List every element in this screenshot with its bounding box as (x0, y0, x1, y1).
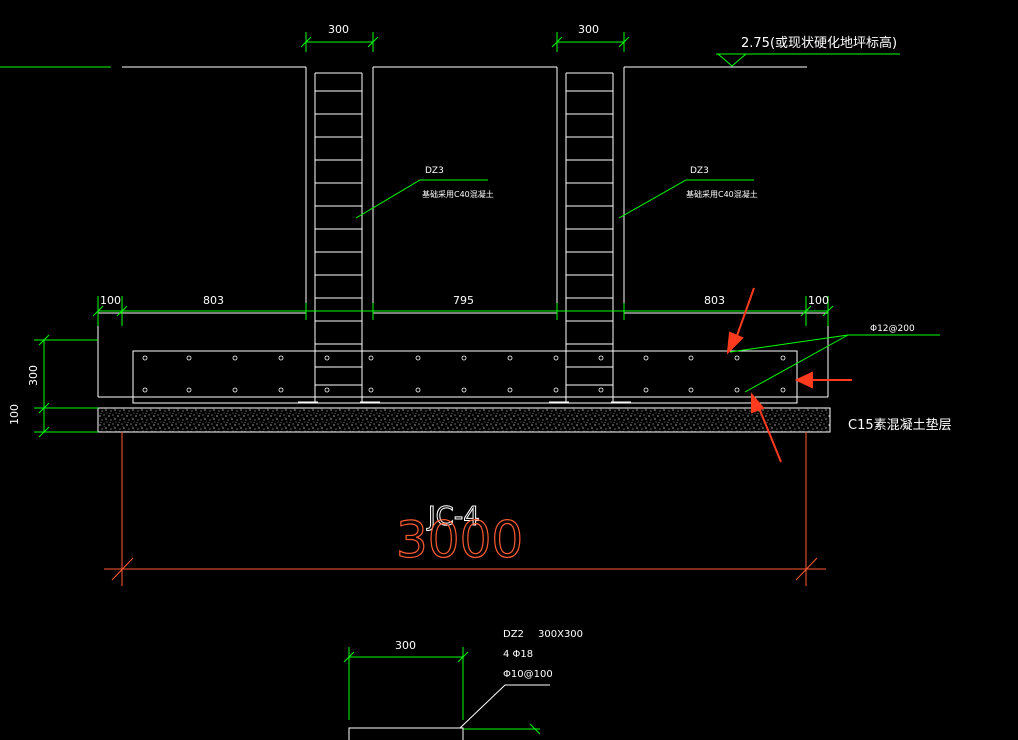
rebar-dots (142, 355, 786, 393)
vertical-dimension-chain (34, 334, 98, 438)
rebar-spec-label: Φ12@200 (870, 324, 915, 334)
total-width-label: 3000 (396, 511, 523, 569)
dim-cushion-height: 100 (8, 404, 21, 425)
elevation-marker (716, 53, 900, 67)
rebar-leaders (729, 334, 940, 393)
left-column-outline (97, 67, 557, 340)
detail-dimension (343, 647, 541, 735)
right-column-note: 基础采用C40混凝土 (686, 189, 758, 199)
detail-leader (459, 684, 550, 729)
detail-stirrups: Φ10@100 (503, 669, 553, 680)
dim-right-span: 803 (704, 294, 725, 307)
top-dimension-lines (300, 32, 630, 52)
left-column-note: 基础采用C40混凝土 (422, 189, 494, 199)
cushion-layer (97, 407, 831, 433)
dim-right-edge: 100 (808, 294, 829, 307)
footing-name-label: JC-4 (426, 502, 480, 532)
detail-column-tag: DZ2 (503, 629, 524, 640)
horizontal-dimension-chain (92, 296, 834, 326)
right-column-tag: DZ3 (690, 166, 709, 176)
right-column-rebar (549, 72, 631, 403)
detail-width-label: 300 (395, 639, 416, 652)
cushion-label: C15素混凝土垫层 (848, 417, 952, 433)
detail-column-outline (348, 727, 464, 740)
right-column-width-label: 300 (578, 23, 599, 36)
footing-outline (97, 340, 829, 398)
column-leaders (355, 179, 754, 219)
red-annotation-arrows (726, 287, 852, 463)
right-column-outline (556, 67, 829, 340)
footing-rebar-cage (132, 350, 798, 404)
dim-footing-height: 300 (27, 365, 40, 386)
left-column-tag: DZ3 (425, 166, 444, 176)
total-width-dimension (104, 432, 826, 586)
left-column-width-label: 300 (328, 23, 349, 36)
left-column-rebar (298, 72, 380, 403)
dim-left-edge: 100 (100, 294, 121, 307)
dim-middle-span: 795 (453, 294, 474, 307)
dim-left-span: 803 (203, 294, 224, 307)
detail-column-size: 300X300 (538, 629, 583, 640)
elevation-label: 2.75(或现状硬化地坪标高) (741, 35, 897, 51)
detail-main-bars: 4 Φ18 (503, 649, 533, 660)
